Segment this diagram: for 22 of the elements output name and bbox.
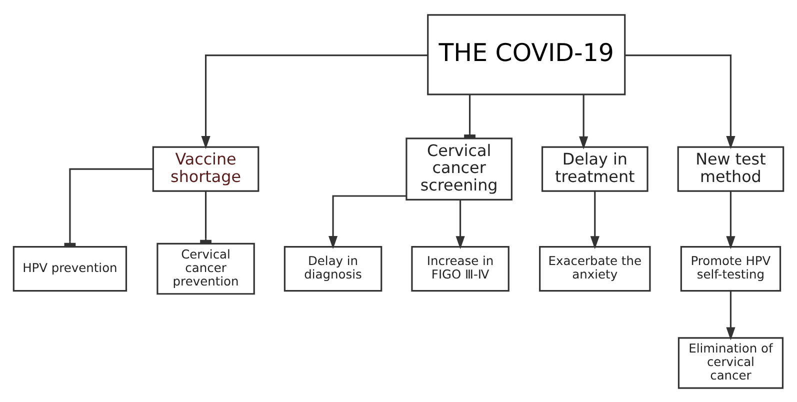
node-box: Exacerbate the anxiety: [539, 245, 651, 292]
node-box: Cervical cancer prevention: [156, 242, 255, 294]
node-box: Cervical cancer screening: [406, 137, 512, 200]
node-box: New test method: [677, 146, 784, 192]
node-box: Increase in FIGO Ⅲ-Ⅳ: [411, 245, 510, 292]
node-box: Promote HPV self-testing: [680, 245, 782, 292]
node-box: Vaccine shortage: [152, 146, 260, 192]
node-box: HPV prevention: [12, 245, 128, 292]
connector: [200, 190, 212, 244]
arrow: [328, 194, 406, 248]
arrow: [726, 290, 736, 340]
arrow: [201, 54, 428, 148]
node-box: Delay in treatment: [541, 146, 648, 192]
arrow: [456, 200, 465, 249]
arrow: [590, 190, 600, 249]
arrow: [726, 190, 736, 249]
arrow: [624, 54, 736, 148]
node-box: Elimination of cervical cancer: [678, 336, 784, 388]
connector: [464, 94, 476, 138]
node-box: Delay in diagnosis: [284, 245, 382, 292]
arrow: [579, 94, 588, 149]
node-box: THE COVID-19: [427, 14, 626, 95]
